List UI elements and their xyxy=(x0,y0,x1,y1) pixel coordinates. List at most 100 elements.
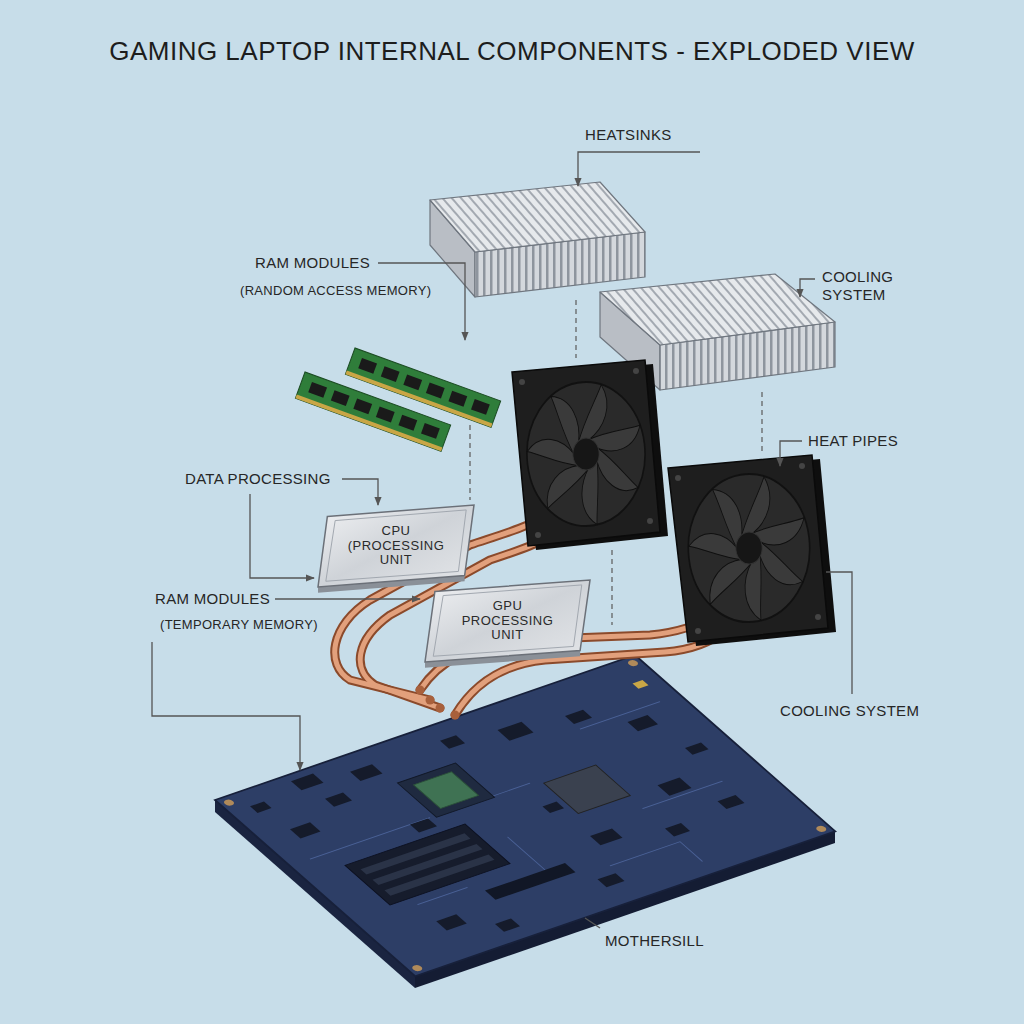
part-label: RAM MODULES xyxy=(155,590,270,608)
assembly-guide xyxy=(470,300,762,625)
part-label: HEATSINKS xyxy=(585,126,672,144)
motherboard xyxy=(590,828,623,845)
motherboard xyxy=(440,735,465,748)
cooling-fan xyxy=(799,463,805,469)
ram-module xyxy=(345,371,492,428)
part-label: MOTHERSILL xyxy=(605,932,704,950)
part-label: HEAT PIPES xyxy=(808,432,898,450)
part-label: COOLING SYSTEM xyxy=(822,268,917,304)
heat-pipe xyxy=(416,686,425,695)
ram-module xyxy=(381,366,400,382)
part-label: DATA PROCESSING xyxy=(185,470,331,488)
leader-line xyxy=(800,279,815,297)
heatsink xyxy=(600,274,835,345)
chip-package: GPU PROCESSING UNIT xyxy=(425,580,590,662)
heat-pipe xyxy=(451,711,460,720)
ram-module xyxy=(353,398,372,414)
cooling-fan xyxy=(647,518,653,524)
ram-module xyxy=(308,382,327,398)
assembly-guide xyxy=(575,300,576,358)
assembly-guide xyxy=(611,550,612,625)
cooling-fan xyxy=(633,368,639,374)
motherboard xyxy=(436,914,467,930)
ram-module xyxy=(421,423,440,439)
cooling-fan xyxy=(668,455,836,646)
cooling-fan xyxy=(680,464,817,632)
leader-line xyxy=(826,572,852,694)
chip-body xyxy=(425,580,590,662)
cooling-fan xyxy=(675,475,681,481)
assembly-guide xyxy=(761,392,762,452)
cooling-fan xyxy=(519,373,653,537)
assembly-guide xyxy=(469,425,470,500)
motherboard xyxy=(215,655,835,988)
chip-text-block: CPU (PROCESSING UNIT xyxy=(340,524,452,569)
motherboard xyxy=(280,702,803,959)
motherboard xyxy=(215,655,835,976)
motherboard xyxy=(325,793,352,807)
motherboard xyxy=(350,764,383,781)
motherboard xyxy=(414,772,479,809)
ram-module xyxy=(448,391,467,407)
motherboard xyxy=(398,763,495,817)
ram-module xyxy=(398,415,417,431)
cooling-fan xyxy=(668,455,828,642)
leader-line xyxy=(275,598,420,599)
chip-bevel xyxy=(433,585,582,656)
motherboard xyxy=(543,802,565,813)
leader-line xyxy=(578,152,700,186)
cooling-fan xyxy=(535,532,541,538)
motherboard xyxy=(290,822,321,838)
cooling-fan xyxy=(734,530,764,566)
motherboard xyxy=(345,824,510,905)
cooling-fan xyxy=(695,628,701,634)
heatsink xyxy=(600,274,835,390)
part-label: (RANDOM ACCESS MEMORY) xyxy=(240,283,431,299)
motherboard xyxy=(626,659,640,667)
motherboard xyxy=(498,722,534,741)
chip-bevel xyxy=(326,510,466,581)
motherboard xyxy=(628,715,659,731)
cooling-fan xyxy=(519,373,652,536)
ram-module xyxy=(331,390,350,406)
leader-line xyxy=(585,918,600,928)
ram-module xyxy=(345,348,500,427)
cooling-fan xyxy=(519,379,525,385)
cooling-fan xyxy=(512,360,660,546)
heat-pipe xyxy=(436,704,445,713)
motherboard xyxy=(685,743,709,755)
chip-package: CPU (PROCESSING UNIT xyxy=(318,505,474,587)
ram-module xyxy=(295,395,442,452)
cooling-fan xyxy=(680,464,817,631)
heatsink xyxy=(430,182,645,252)
cooling-fan xyxy=(512,360,668,550)
motherboard xyxy=(718,795,745,809)
motherboard xyxy=(495,918,520,931)
cooling-fan xyxy=(815,614,821,620)
heatsink xyxy=(430,182,645,297)
ram-module xyxy=(376,407,395,423)
motherboard xyxy=(485,863,576,900)
motherboard xyxy=(222,799,236,807)
motherboard xyxy=(814,825,828,833)
leader-line xyxy=(780,441,802,466)
leader-line xyxy=(152,642,300,770)
chip-body xyxy=(318,505,474,587)
ram-module xyxy=(345,348,500,427)
chip-text-block: GPU PROCESSING UNIT xyxy=(452,599,564,644)
part-label: COOLING SYSTEM xyxy=(780,702,919,720)
ram-module xyxy=(426,383,445,399)
part-label: (TEMPORARY MEMORY) xyxy=(160,617,318,633)
motherboard xyxy=(565,710,592,724)
leader-line xyxy=(342,479,378,505)
ram-module xyxy=(358,358,377,374)
heat-pipe xyxy=(426,696,435,705)
diagram-title: GAMING LAPTOP INTERNAL COMPONENTS - EXPL… xyxy=(0,36,1024,67)
cooling-fan xyxy=(594,447,641,492)
motherboard xyxy=(215,655,835,976)
motherboard xyxy=(410,964,424,972)
ram-module xyxy=(471,399,490,415)
